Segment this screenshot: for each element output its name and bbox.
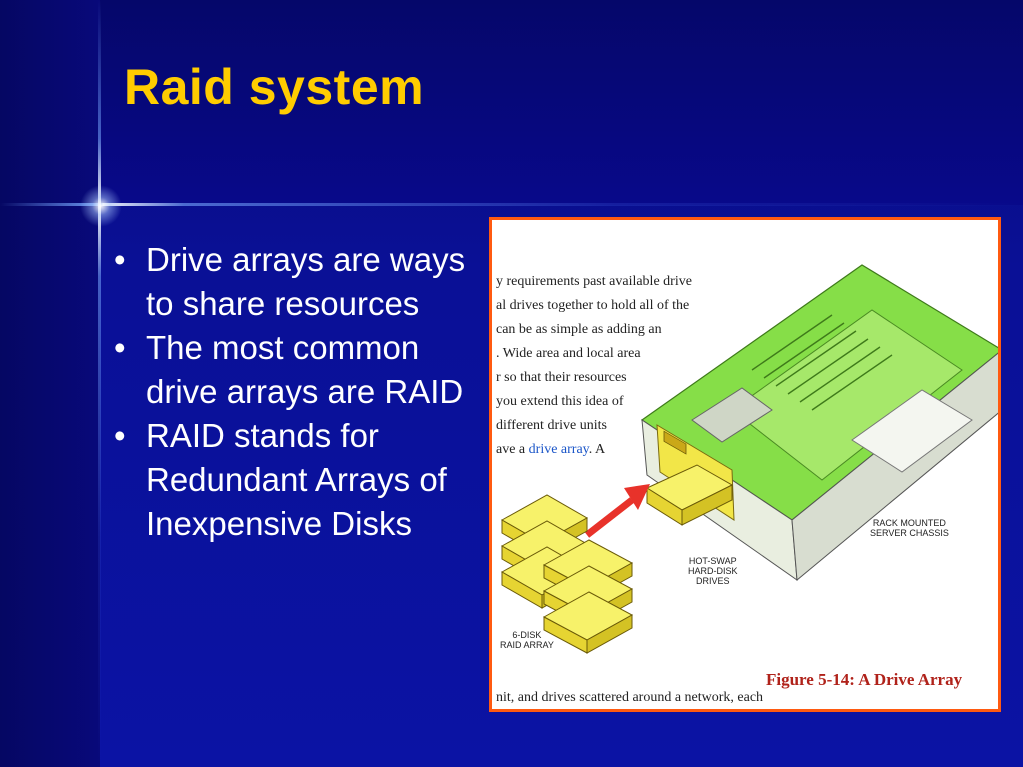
bullet-text: RAID stands for Redundant Arrays of Inex… [146, 417, 447, 542]
insert-arrow [584, 484, 650, 538]
top-band [0, 0, 1023, 205]
figure-text-line: can be as simple as adding an [496, 322, 662, 337]
figure-caption: Figure 5-14: A Drive Array [766, 670, 963, 689]
figure-bottom-text: nit, and drives scattered around a netwo… [496, 690, 764, 705]
bullet-dot: • [114, 417, 126, 454]
rack-chassis-label: RACK MOUNTED SERVER CHASSIS [870, 518, 949, 538]
figure-text-line: ave a drive array. A [496, 438, 692, 462]
figure-text-line: al drives together to hold all of the [496, 298, 690, 313]
bullet-text: Drive arrays are ways to share resources [146, 241, 466, 322]
bullet-item: • Drive arrays are ways to share resourc… [112, 238, 482, 326]
figure-scanned-text: y requirements past available drive al d… [496, 270, 692, 462]
slide-title: Raid system [124, 59, 425, 115]
drive-array-figure: y requirements past available drive al d… [489, 217, 1001, 712]
raid-array-label: 6-DISK RAID ARRAY [500, 630, 554, 650]
figure-text-line: y requirements past available drive [496, 274, 692, 289]
figure-text-fragment: . A [588, 442, 606, 457]
bullet-text: The most common drive arrays are RAID [146, 329, 464, 410]
left-band [0, 0, 100, 767]
hot-swap-drive [645, 464, 734, 526]
light-flare [80, 185, 122, 227]
raid-array-stack [500, 494, 634, 654]
hot-swap-label: HOT-SWAP HARD-DISK DRIVES [688, 556, 738, 586]
drive-array-term: drive array [528, 442, 589, 457]
figure-text-line: . Wide area and local area [496, 346, 641, 361]
horizontal-light-line [0, 203, 1023, 206]
figure-text-fragment: ave a [496, 442, 529, 457]
figure-text-line: you extend this idea of [496, 394, 624, 409]
figure-text-line: r so that their resources [496, 370, 627, 385]
bullet-dot: • [114, 241, 126, 278]
bullet-dot: • [114, 329, 126, 366]
bullet-item: • RAID stands for Redundant Arrays of In… [112, 414, 482, 546]
drive-array-illustration [500, 264, 998, 654]
bullet-item: • The most common drive arrays are RAID [112, 326, 482, 414]
bullet-list: • Drive arrays are ways to share resourc… [112, 238, 482, 546]
figure-text-line: different drive units [496, 418, 607, 433]
vertical-light-line [98, 0, 101, 767]
